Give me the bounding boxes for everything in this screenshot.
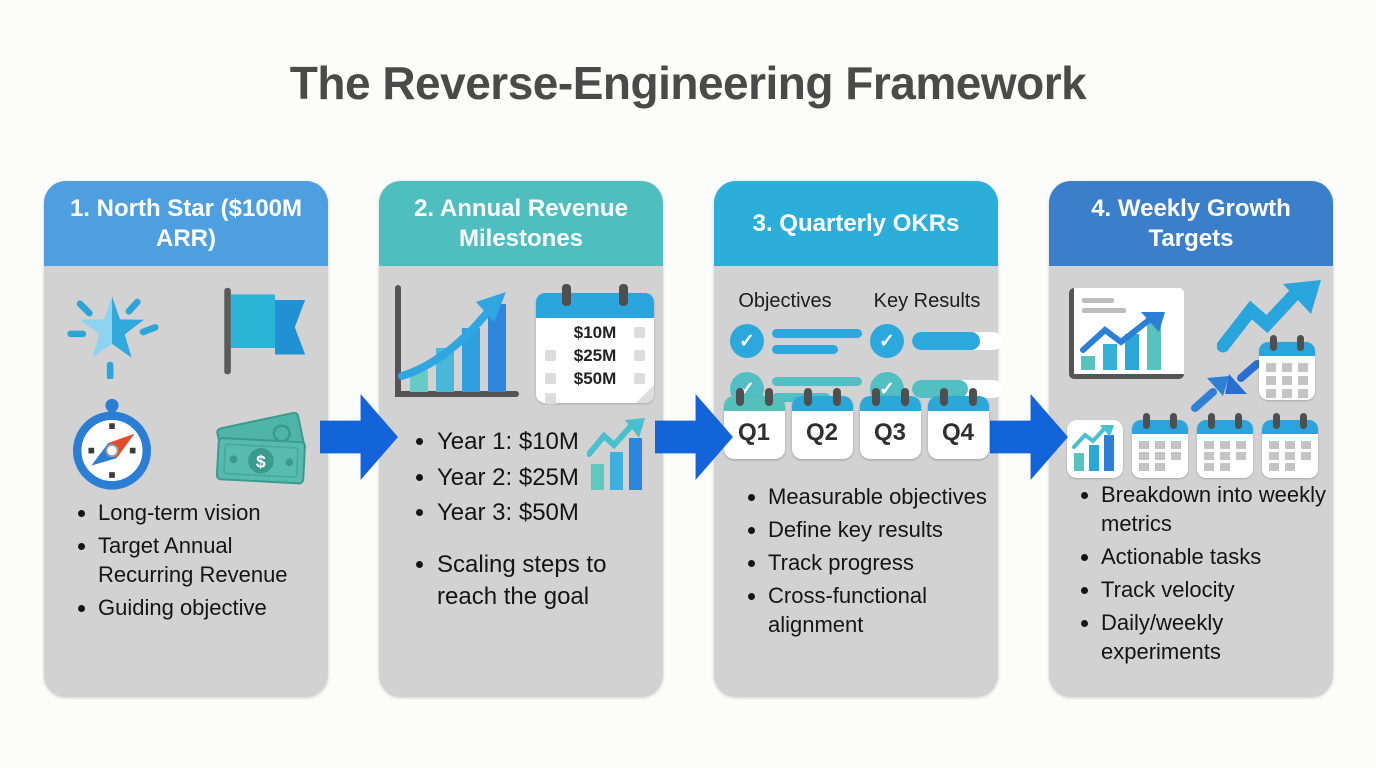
card-header: 3. Quarterly OKRs xyxy=(714,181,998,266)
card-header: 1. North Star ($100M ARR) xyxy=(44,181,328,266)
key-result-row: ✓ xyxy=(870,324,1002,358)
bullet-list: Measurable objectives Define key results… xyxy=(742,482,1000,643)
key-results-label: Key Results xyxy=(873,290,981,312)
bullet-item: Year 3: $50M xyxy=(437,497,631,529)
quarter-calendar-icon: Q4 xyxy=(927,388,989,459)
bullet-item: Track progress xyxy=(768,548,1000,577)
bullet-list: Long-term vision Target Annual Recurring… xyxy=(72,498,334,626)
page-curl xyxy=(636,385,654,403)
milestone-value: $25M xyxy=(573,345,617,365)
weekly-calendar-icon xyxy=(1197,413,1253,478)
compass-icon xyxy=(56,394,168,494)
star-icon xyxy=(56,282,168,382)
bullet-item: Breakdown into weekly metrics xyxy=(1101,480,1339,538)
bullet-item: Daily/weekly experiments xyxy=(1101,608,1339,666)
check-circle-icon: ✓ xyxy=(730,324,764,358)
milestone-calendar-icon: $10M $25M $50M xyxy=(536,284,654,404)
calendar-peg xyxy=(562,284,571,306)
mini-growth-chart-icon xyxy=(586,418,649,497)
bullet-item: Actionable tasks xyxy=(1101,542,1339,571)
card-body: $ Long-term vision Target Annual Recurri… xyxy=(44,266,328,697)
icon-grid: $ xyxy=(44,282,328,494)
bullet-item: Define key results xyxy=(768,515,1000,544)
bullet-item: Guiding objective xyxy=(98,593,334,622)
card-body: Objectives Key Results ✓ ✓ ✓ ✓ xyxy=(714,266,1002,697)
growth-bar-chart-icon xyxy=(388,284,520,407)
bullet-item: Target Annual Recurring Revenue xyxy=(98,531,334,589)
weekly-calendar-icon xyxy=(1259,335,1315,400)
bullet-list: Scaling steps to reach the goal xyxy=(411,549,631,612)
progress-bar xyxy=(912,332,1002,350)
milestone-value: $50M xyxy=(573,368,617,388)
check-circle-icon: ✓ xyxy=(870,324,904,358)
bullet-item: Cross-functional alignment xyxy=(768,581,1000,639)
svg-text:$: $ xyxy=(255,451,266,471)
weekly-calendar-icon xyxy=(1262,413,1318,478)
flag-icon xyxy=(204,282,316,382)
bullet-item: Long-term vision xyxy=(98,498,334,527)
quarter-label: Q2 xyxy=(805,419,838,446)
card-quarterly-okrs: 3. Quarterly OKRs Objectives Key Results… xyxy=(714,181,1002,697)
card-body: Breakdown into weekly metrics Actionable… xyxy=(1049,266,1333,697)
down-left-arrow-icon xyxy=(1223,358,1265,401)
bullet-list: Year 1: $10M Year 2: $25M Year 3: $50M xyxy=(411,426,631,529)
calendar-peg xyxy=(619,284,628,306)
up-right-arrow-icon xyxy=(1189,376,1231,419)
card-body: $10M $25M $50M Year 1: $10M Year 2: $25M… xyxy=(379,266,663,697)
money-icon: $ xyxy=(204,394,316,494)
quarter-calendar-icon: Q2 xyxy=(791,388,853,459)
bullet-item: Measurable objectives xyxy=(768,482,1000,511)
card-annual-milestones: 2. Annual Revenue Milestones $ xyxy=(379,181,663,697)
bullet-item: Year 2: $25M xyxy=(437,462,631,494)
card-header: 2. Annual Revenue Milestones xyxy=(379,181,663,266)
quarter-calendar-icon: Q3 xyxy=(859,388,921,459)
mini-growth-chart-icon xyxy=(1067,420,1123,478)
growth-board-icon xyxy=(1069,288,1184,379)
quarter-label: Q3 xyxy=(873,419,906,446)
weekly-calendar-icon xyxy=(1132,413,1188,478)
quarter-label: Q1 xyxy=(737,419,770,446)
zigzag-arrow-icon xyxy=(1216,280,1327,361)
card-header: 4. Weekly Growth Targets xyxy=(1049,181,1333,266)
bullet-list: Breakdown into weekly metrics Actionable… xyxy=(1075,480,1339,670)
quarter-label: Q4 xyxy=(941,419,974,446)
page-title: The Reverse-Engineering Framework xyxy=(289,57,1087,109)
card-weekly-targets: 4. Weekly Growth Targets xyxy=(1049,181,1333,697)
bullet-item: Year 1: $10M xyxy=(437,426,631,458)
bullet-item: Scaling steps to reach the goal xyxy=(437,549,631,612)
card-north-star: 1. North Star ($100M ARR) xyxy=(44,181,328,697)
milestone-value: $10M xyxy=(573,322,617,342)
objective-row: ✓ xyxy=(730,324,862,358)
objectives-label: Objectives xyxy=(738,290,832,312)
quarter-calendar-icon: Q1 xyxy=(723,388,785,459)
calendar-header xyxy=(536,293,654,318)
bullet-item: Track velocity xyxy=(1101,575,1339,604)
